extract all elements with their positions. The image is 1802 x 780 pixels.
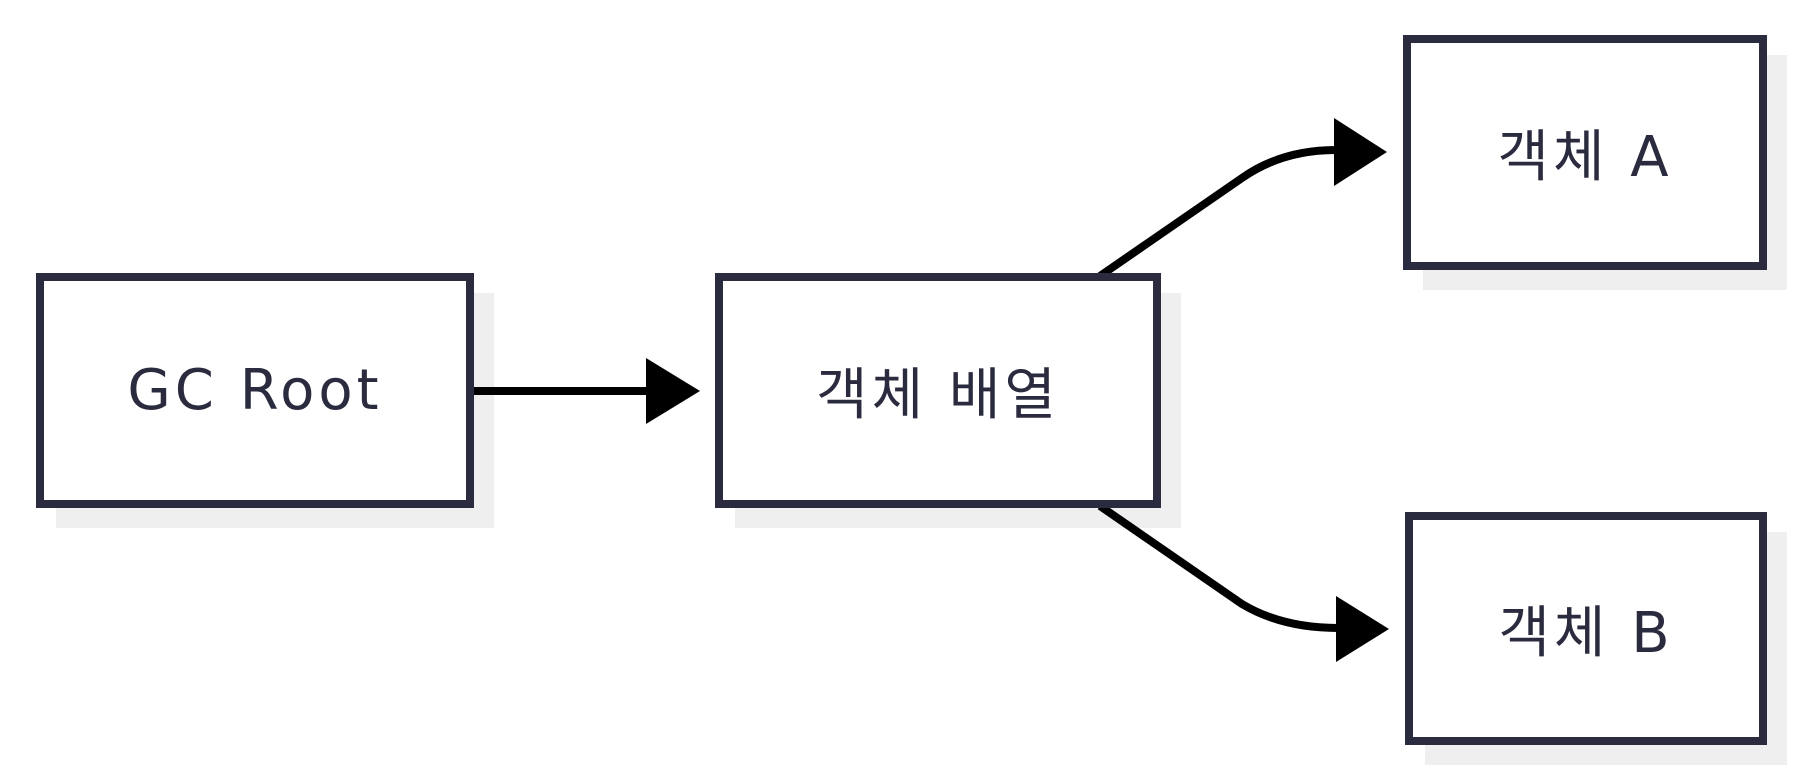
object-array-node[interactable]: 객체 배열	[715, 273, 1161, 508]
object-a-node[interactable]: 객체 A	[1403, 35, 1767, 270]
object-array-label: 객체 배열	[816, 363, 1060, 428]
edge-object-array-to-object-a	[1097, 146, 1345, 280]
object-b-node[interactable]: 객체 B	[1405, 512, 1767, 745]
gc-root-node[interactable]: GC Root	[36, 273, 474, 508]
gc-root-label: GC Root	[127, 358, 383, 423]
arrowhead-object-array	[646, 358, 700, 424]
object-a-label: 객체 A	[1497, 125, 1673, 190]
arrowhead-object-a	[1334, 118, 1387, 186]
object-b-label: 객체 B	[1498, 601, 1674, 666]
arrowhead-object-b	[1336, 596, 1389, 662]
edge-object-array-to-object-b	[1097, 502, 1345, 632]
